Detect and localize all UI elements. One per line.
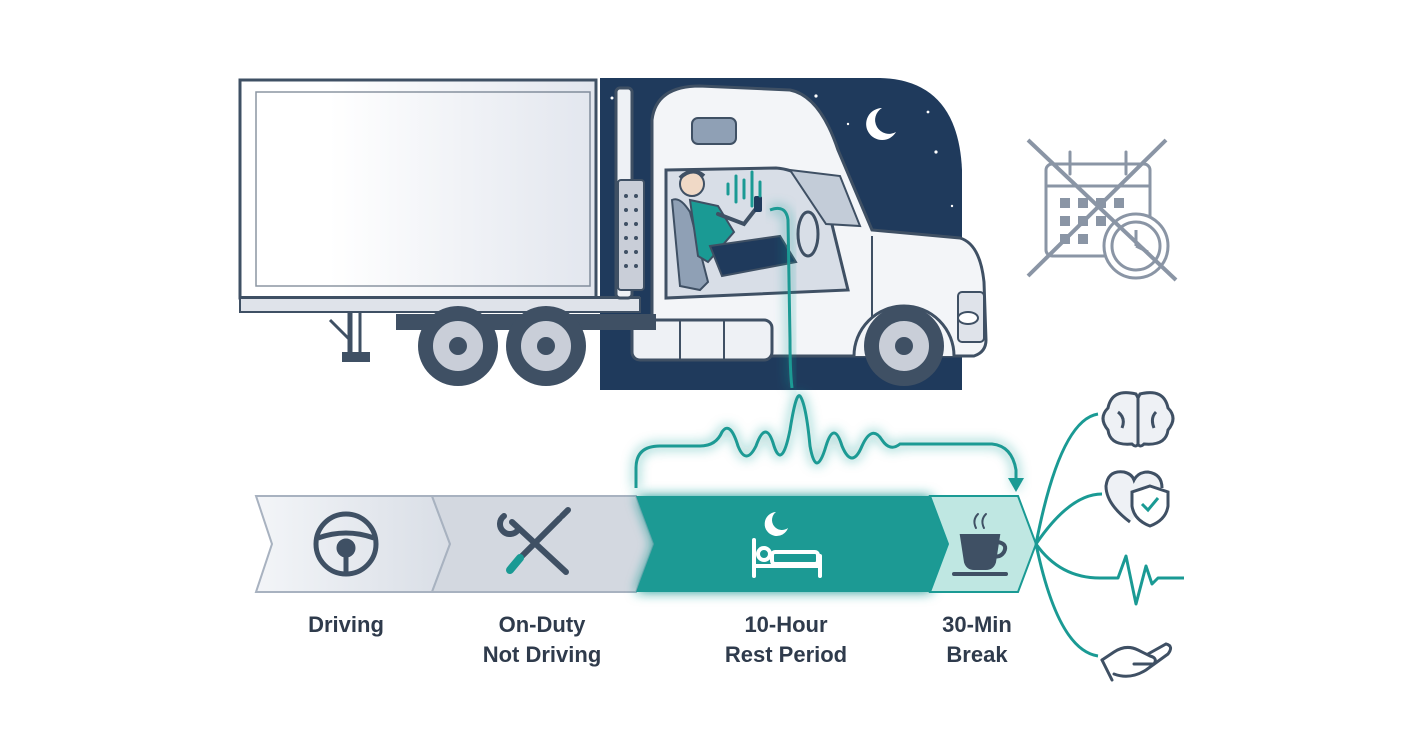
coffee-cup-icon [952,513,1008,576]
brain-icon [1101,391,1175,448]
label-driving: Driving [308,612,384,637]
wrench-screwdriver-icon [497,507,571,575]
hand-icon [1100,642,1173,682]
benefit-branches [1034,412,1103,658]
moon-icon [866,108,896,140]
steering-wheel-icon [313,511,379,577]
calendar-clock-crossed-icon [1026,138,1178,282]
segment-on-duty [430,495,656,593]
truck-cab [396,84,988,362]
timeline [254,495,1038,593]
heartbeat-icon [1100,554,1184,606]
label-on-duty: On-Duty Not Driving [482,612,602,667]
label-break: 30-Min Break [942,612,1012,667]
heart-shield-icon [1104,470,1170,528]
signal-line [769,206,794,389]
label-rest-period: 10-Hour Rest Period [724,612,848,667]
wheels [418,304,956,386]
segment-rest [636,496,948,592]
wave-arc [634,394,1018,488]
bed-moon-icon [752,512,822,578]
trailer [238,78,641,362]
voice-wave-icon [726,170,762,208]
